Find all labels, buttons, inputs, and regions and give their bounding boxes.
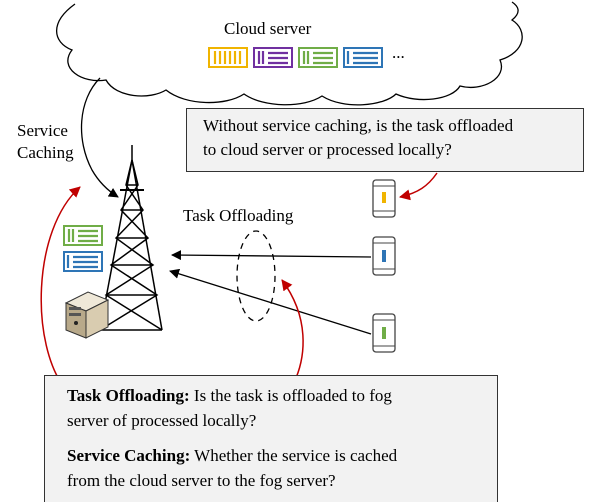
smartphone-icon-green [372, 313, 396, 353]
service-caching-text-1: Whether the service is cached [190, 446, 398, 465]
cloud-more-services-ellipsis: ... [392, 43, 405, 62]
service-icon-blue [343, 47, 383, 68]
offloading-arrow-green-phone [169, 268, 372, 335]
service-caching-title: Service Caching: [67, 446, 191, 465]
service-caching-label-line1: Service [17, 121, 68, 140]
task-offloading-text-1: Is the task is offloaded to fog [189, 386, 392, 405]
service-caching-text-2: from the cloud server to the fog server? [67, 471, 336, 490]
task-offloading-text-2: server of processed locally? [67, 411, 257, 430]
cached-service-icon-blue [63, 251, 103, 272]
task-offloading-label: Task Offloading [183, 206, 294, 225]
decision-explanation-box: Task Offloading: Is the task is offloade… [44, 375, 498, 502]
red-arrow-to-service-caching [40, 186, 81, 391]
red-arrow-to-ellipse [281, 279, 304, 379]
smartphone-icon-blue [372, 236, 396, 276]
smartphone-icon-yellow [372, 179, 396, 218]
red-arrow-to-phone [399, 172, 438, 201]
cloud-icon [56, 1, 523, 106]
question-line-2: to cloud server or processed locally? [203, 140, 452, 159]
tower-icon [99, 145, 163, 331]
offloading-arrow-blue-phone [171, 250, 372, 261]
service-icon-purple [253, 47, 293, 68]
task-offloading-title: Task Offloading: [67, 386, 190, 405]
task-offloading-explanation: Task Offloading: Is the task is offloade… [67, 383, 497, 433]
local-or-cloud-question-box: Without service caching, is the task off… [186, 108, 584, 172]
question-line-1: Without service caching, is the task off… [203, 116, 514, 135]
server-icon [64, 291, 110, 339]
cached-service-icon-green [63, 225, 103, 246]
service-caching-label-line2: Caching [17, 143, 74, 162]
service-caching-explanation: Service Caching: Whether the service is … [67, 443, 497, 493]
service-caching-arrow [80, 77, 119, 198]
offloading-decision-ellipse [236, 230, 276, 322]
service-icon-yellow [208, 47, 248, 68]
service-icon-green [298, 47, 338, 68]
cloud-server-label: Cloud server [224, 19, 312, 38]
